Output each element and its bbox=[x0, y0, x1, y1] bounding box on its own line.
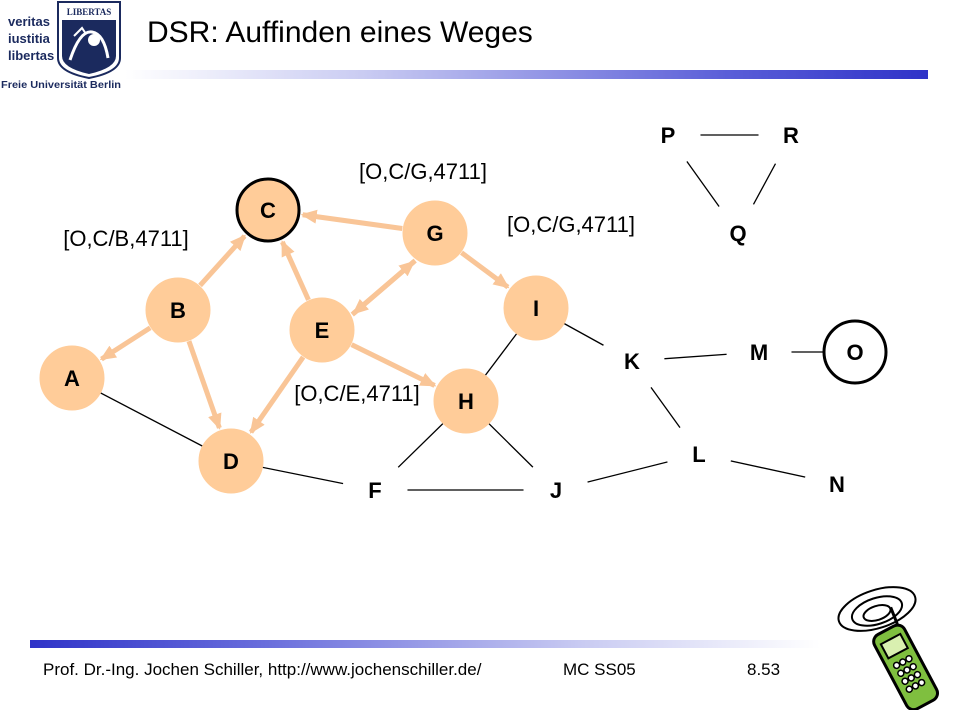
node-M-circle bbox=[726, 319, 792, 385]
node-G: G bbox=[402, 200, 468, 266]
node-O-label: O bbox=[846, 340, 863, 365]
node-A-circle bbox=[39, 345, 105, 411]
node-R: R bbox=[758, 102, 824, 168]
node-O-circle bbox=[822, 319, 888, 385]
logo-motto-libertas: libertas bbox=[8, 48, 54, 63]
node-L-label: L bbox=[692, 442, 705, 467]
route-request-arrow-B-to-C bbox=[198, 234, 247, 288]
node-I-label: I bbox=[533, 296, 539, 321]
node-E: E bbox=[289, 297, 355, 363]
node-M-label: M bbox=[750, 340, 768, 365]
logo-motto-veritas: veritas bbox=[8, 14, 50, 29]
node-F: F bbox=[342, 457, 408, 523]
route-label-ocg-right: [O,C/G,4711] bbox=[507, 212, 635, 237]
nodes-layer: A B C D E F G H I J K L M N O P Q R bbox=[39, 102, 888, 523]
route-request-arrow-B-to-D bbox=[186, 340, 222, 430]
node-F-circle bbox=[342, 457, 408, 523]
freie-universitaet-berlin-logo: veritas iustitia libertas LIBERTAS Freie… bbox=[1, 1, 121, 91]
node-I-circle bbox=[503, 275, 569, 341]
logo-seal-lettering: LIBERTAS bbox=[67, 7, 112, 17]
footer-divider-bar bbox=[30, 640, 820, 648]
footer-page-number: 8.53 bbox=[747, 660, 781, 679]
node-B: B bbox=[145, 277, 211, 343]
route-request-arrow-E-to-H bbox=[350, 342, 437, 388]
node-Q-label: Q bbox=[729, 221, 746, 246]
node-G-circle bbox=[402, 200, 468, 266]
node-C-circle bbox=[235, 177, 301, 243]
node-P: P bbox=[635, 102, 701, 168]
node-L-circle bbox=[666, 421, 732, 487]
node-Q: Q bbox=[705, 200, 771, 266]
node-H-circle bbox=[433, 368, 499, 434]
route-request-arrow-G-to-C bbox=[300, 209, 403, 231]
node-N-label: N bbox=[829, 472, 845, 497]
node-D-label: D bbox=[223, 449, 239, 474]
slide-title: DSR: Auffinden eines Weges bbox=[147, 16, 533, 49]
node-I: I bbox=[503, 275, 569, 341]
node-N: N bbox=[804, 451, 870, 517]
node-P-label: P bbox=[661, 123, 676, 148]
route-label-ocg-top: [O,C/G,4711] bbox=[359, 159, 487, 184]
node-J-circle bbox=[523, 457, 589, 523]
route-request-arrow-G-to-I bbox=[460, 250, 510, 290]
route-request-arrow-B-to-A bbox=[99, 325, 152, 362]
node-K: K bbox=[599, 328, 665, 394]
node-R-label: R bbox=[783, 123, 799, 148]
logo-seal-icon: LIBERTAS bbox=[57, 1, 121, 80]
node-P-circle bbox=[635, 102, 701, 168]
footer-author: Prof. Dr.-Ing. Jochen Schiller, http://w… bbox=[43, 660, 482, 679]
node-C: C bbox=[235, 177, 301, 243]
node-E-label: E bbox=[315, 318, 330, 343]
node-A-label: A bbox=[64, 366, 80, 391]
node-J-label: J bbox=[550, 478, 562, 503]
logo-motto-iustitia: iustitia bbox=[8, 31, 51, 46]
node-L: L bbox=[666, 421, 732, 487]
route-request-arrow-E-to-D bbox=[248, 355, 306, 434]
route-request-arrow-E-to-C bbox=[280, 240, 311, 301]
node-R-circle bbox=[758, 102, 824, 168]
node-G-label: G bbox=[426, 221, 443, 246]
node-J: J bbox=[523, 457, 589, 523]
route-label-oce: [O,C/E,4711] bbox=[294, 381, 420, 406]
logo-university-name: Freie Universität Berlin bbox=[1, 79, 121, 91]
node-K-circle bbox=[599, 328, 665, 394]
node-E-circle bbox=[289, 297, 355, 363]
node-M: M bbox=[726, 319, 792, 385]
node-B-circle bbox=[145, 277, 211, 343]
node-F-label: F bbox=[368, 478, 381, 503]
route-label-ocb: [O,C/B,4711] bbox=[63, 226, 189, 251]
node-C-label: C bbox=[260, 198, 276, 223]
node-A: A bbox=[39, 345, 105, 411]
node-K-label: K bbox=[624, 349, 640, 374]
node-O: O bbox=[822, 319, 888, 385]
node-H: H bbox=[433, 368, 499, 434]
route-request-arrow-G-to-E bbox=[352, 258, 417, 316]
mobile-phone-icon bbox=[837, 586, 940, 710]
node-B-label: B bbox=[170, 298, 186, 323]
node-N-circle bbox=[804, 451, 870, 517]
node-H-label: H bbox=[458, 389, 474, 414]
footer-course: MC SS05 bbox=[563, 660, 636, 679]
arrows-layer bbox=[99, 209, 510, 434]
route-labels-layer: [O,C/B,4711] [O,C/G,4711] [O,C/G,4711] [O,C… bbox=[63, 159, 635, 406]
node-Q-circle bbox=[705, 200, 771, 266]
title-divider-bar bbox=[125, 70, 928, 79]
node-D: D bbox=[198, 428, 264, 494]
node-D-circle bbox=[198, 428, 264, 494]
